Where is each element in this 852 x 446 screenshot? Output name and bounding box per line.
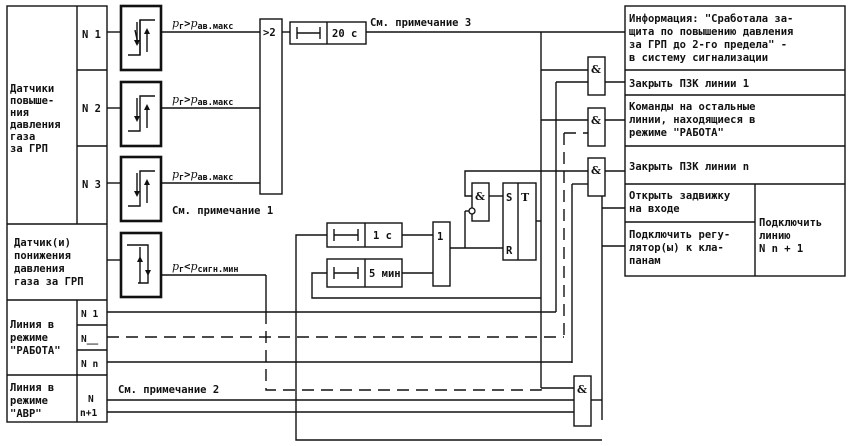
note-3: См. примечание 3 xyxy=(370,17,471,29)
relay-block-2 xyxy=(107,80,260,148)
left-table-frame xyxy=(6,5,108,423)
delay-icon xyxy=(333,267,359,279)
output-table-frame xyxy=(624,5,846,277)
rs-trigger: S T R xyxy=(502,182,541,261)
and-gate-line1: & xyxy=(587,56,625,96)
condition-label-low: pг<pсигн.мин xyxy=(172,260,239,275)
condition-label-high-3: pг>pав.макс xyxy=(172,168,233,183)
svg-text:1: 1 xyxy=(437,231,443,243)
note-2: См. примечание 2 xyxy=(118,384,219,396)
output-commands: Команды на остальные линии, находящиеся … xyxy=(629,101,762,139)
line-avr-n: N xyxy=(88,394,94,405)
and-gate-inhibit: & xyxy=(464,170,541,248)
line-work-label: Линия в режиме "РАБОТА" xyxy=(10,319,61,357)
sensor-low-label: Датчик(и) понижения давления газа за ГРП xyxy=(14,237,84,288)
timer-20s: 20 с xyxy=(282,21,367,45)
line-work-nn: N n xyxy=(81,359,98,370)
or-gate: 1 xyxy=(432,221,503,287)
timer-5min: 5 мин xyxy=(311,258,541,299)
svg-text:&: & xyxy=(591,63,601,76)
svg-text:pг<pсигн.мин: pг<pсигн.мин xyxy=(172,260,239,275)
svg-text:5 мин: 5 мин xyxy=(369,268,401,280)
and-gate-commands: & xyxy=(587,107,625,147)
sensors-high-label: Датчики повыше- ния давления газа за ГРП xyxy=(10,83,67,155)
svg-text:pг>pав.макс: pг>pав.макс xyxy=(172,168,233,183)
down-arrow-icon xyxy=(145,270,151,276)
svg-text:S: S xyxy=(506,192,512,204)
svg-text:1 с: 1 с xyxy=(373,230,392,242)
line-work-nx: N__ xyxy=(81,334,98,345)
delay-icon xyxy=(333,229,359,241)
svg-text:&: & xyxy=(577,383,587,396)
condition-label-high-2: pг>pав.макс xyxy=(172,93,233,108)
condition-label-high-1: pг>pав.макс xyxy=(172,17,233,32)
output-close-line1: Закрыть ПЗК линии 1 xyxy=(629,78,749,90)
left-table: Датчики повыше- ния давления газа за ГРП… xyxy=(6,5,108,423)
svg-text:pг>pав.макс: pг>pав.макс xyxy=(172,93,233,108)
majority-gate: >2 xyxy=(259,18,283,195)
output-connect-regulators: Подключить регу- лятор(ы) к кла- панам xyxy=(629,229,736,267)
relay-block-3 xyxy=(107,155,260,223)
relay-block-1 xyxy=(107,4,260,72)
line-avr-n1: n+1 xyxy=(80,408,97,419)
output-connect-line: Подключить линию N n + 1 xyxy=(759,217,829,255)
svg-text:&: & xyxy=(591,114,601,127)
output-open-valve: Открыть задвижку на входе xyxy=(629,190,736,215)
output-close-line-n: Закрыть ПЗК линии n xyxy=(629,161,749,173)
note-1: См. примечание 1 xyxy=(172,205,273,217)
line-work-n1: N 1 xyxy=(81,309,98,320)
svg-text:&: & xyxy=(591,164,601,177)
sensor-high-n2: N 2 xyxy=(82,103,101,115)
line-avr-label: Линия в режиме "АВР" xyxy=(10,382,61,420)
svg-text:T: T xyxy=(521,191,530,204)
sensor-high-n1: N 1 xyxy=(82,29,101,41)
and-gate-line-n: & xyxy=(587,157,625,197)
and-gate-avr: & xyxy=(107,375,602,427)
output-info: Информация: "Сработала за- щита по повыш… xyxy=(629,13,800,64)
svg-text:20 с: 20 с xyxy=(332,28,357,40)
svg-text:pг>pав.макс: pг>pав.макс xyxy=(172,17,233,32)
delay-icon xyxy=(296,27,321,39)
output-table: Информация: "Сработала за- щита по повыш… xyxy=(624,5,846,277)
timer-1s: 1 с xyxy=(295,222,433,312)
relay-block-low xyxy=(107,231,267,312)
svg-text:R: R xyxy=(506,245,513,257)
svg-text:>2: >2 xyxy=(263,27,276,39)
sensor-high-n3: N 3 xyxy=(82,179,101,191)
svg-text:&: & xyxy=(475,190,485,203)
inverter-circle xyxy=(468,207,476,215)
